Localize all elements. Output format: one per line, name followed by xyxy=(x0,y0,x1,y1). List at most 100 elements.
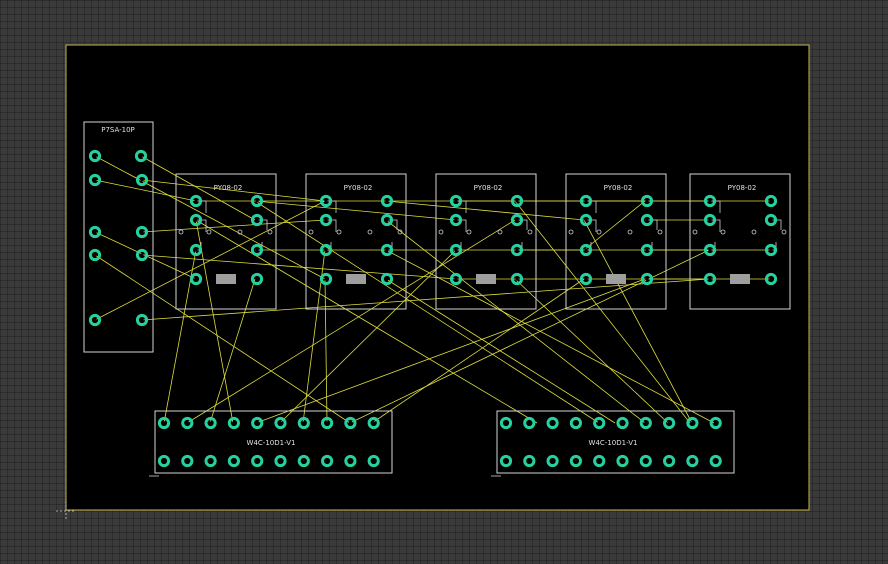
terminal-pad[interactable] xyxy=(181,454,194,468)
header-pad[interactable] xyxy=(88,173,102,187)
relay-pad[interactable] xyxy=(189,243,203,257)
terminal-pad[interactable] xyxy=(251,416,264,430)
terminal-pad[interactable] xyxy=(251,454,264,468)
relay-pad[interactable] xyxy=(250,194,264,208)
header-pad[interactable] xyxy=(135,173,149,187)
terminal-pad[interactable] xyxy=(344,454,357,468)
relay-pad[interactable] xyxy=(640,243,654,257)
relay-pad[interactable] xyxy=(703,194,717,208)
relay-pad[interactable] xyxy=(703,243,717,257)
header-pad[interactable] xyxy=(88,313,102,327)
terminal-pad[interactable] xyxy=(663,454,676,468)
terminal-block-component[interactable]: W4C-10D1-V1 xyxy=(149,410,393,477)
header-pad[interactable] xyxy=(88,149,102,163)
terminal-pad[interactable] xyxy=(593,454,606,468)
relay-pad[interactable] xyxy=(319,213,333,227)
relay-pad[interactable] xyxy=(449,272,463,286)
header-pad[interactable] xyxy=(135,225,149,239)
relay-pad[interactable] xyxy=(250,243,264,257)
terminal-pad[interactable] xyxy=(593,416,606,430)
header-pad[interactable] xyxy=(88,248,102,262)
relay-pad[interactable] xyxy=(380,213,394,227)
terminal-pad[interactable] xyxy=(274,454,287,468)
relay-pad[interactable] xyxy=(510,272,524,286)
terminal-pad[interactable] xyxy=(344,416,357,430)
terminal-pad[interactable] xyxy=(157,416,171,430)
terminal-pad[interactable] xyxy=(227,454,240,468)
relay-pad[interactable] xyxy=(579,272,593,286)
terminal-pad[interactable] xyxy=(546,454,559,468)
relay-pad[interactable] xyxy=(380,272,394,286)
relay-pad[interactable] xyxy=(319,194,333,208)
terminal-pad[interactable] xyxy=(181,416,194,430)
relay-pad[interactable] xyxy=(579,243,593,257)
terminal-block-component[interactable]: W4C-10D1-V1 xyxy=(491,410,735,477)
terminal-pad[interactable] xyxy=(227,416,240,430)
relay-pad[interactable] xyxy=(319,272,333,286)
terminal-pad[interactable] xyxy=(157,454,171,468)
terminal-pad[interactable] xyxy=(639,454,652,468)
relay-pad[interactable] xyxy=(703,272,717,286)
relay-pad[interactable] xyxy=(380,194,394,208)
terminal-pad[interactable] xyxy=(569,454,583,468)
terminal-pad[interactable] xyxy=(274,416,287,430)
relay-pad[interactable] xyxy=(764,272,778,286)
terminal-pad[interactable] xyxy=(499,454,513,468)
relay-pad[interactable] xyxy=(640,194,654,208)
header-pad[interactable] xyxy=(135,248,149,262)
relay-pad[interactable] xyxy=(640,272,654,286)
relay-pad[interactable] xyxy=(250,213,264,227)
terminal-pad[interactable] xyxy=(709,416,722,430)
relay-pad[interactable] xyxy=(319,243,333,257)
header-pad[interactable] xyxy=(134,149,148,163)
relay-component[interactable]: PY08-02 xyxy=(689,173,791,310)
terminal-pad[interactable] xyxy=(297,416,310,430)
relay-pad[interactable] xyxy=(510,243,524,257)
terminal-pad[interactable] xyxy=(663,416,676,430)
relay-component[interactable]: PY08-02 xyxy=(565,173,667,310)
relay-pad[interactable] xyxy=(449,213,463,227)
header-pad[interactable] xyxy=(88,225,102,239)
relay-component[interactable]: PY08-02 xyxy=(435,173,537,310)
relay-pad[interactable] xyxy=(579,213,593,227)
terminal-pad[interactable] xyxy=(569,416,583,430)
relay-pad[interactable] xyxy=(189,194,203,208)
terminal-pad[interactable] xyxy=(523,416,536,430)
terminal-pad[interactable] xyxy=(639,416,652,430)
terminal-pad[interactable] xyxy=(686,416,699,430)
relay-pad[interactable] xyxy=(764,213,778,227)
relay-pad[interactable] xyxy=(250,272,264,286)
terminal-pad[interactable] xyxy=(546,416,559,430)
terminal-pad[interactable] xyxy=(616,454,629,468)
relay-pad[interactable] xyxy=(764,243,778,257)
terminal-pad[interactable] xyxy=(204,454,217,468)
terminal-pad[interactable] xyxy=(686,454,699,468)
terminal-pad[interactable] xyxy=(499,416,513,430)
relay-component[interactable]: PY08-02 xyxy=(305,173,407,310)
relay-pad[interactable] xyxy=(579,194,593,208)
relay-pad[interactable] xyxy=(764,194,778,208)
relay-component[interactable]: PY08-02 xyxy=(175,173,277,310)
relay-pad[interactable] xyxy=(189,272,203,286)
terminal-pad[interactable] xyxy=(204,416,217,430)
terminal-pad[interactable] xyxy=(616,416,629,430)
terminal-pad[interactable] xyxy=(523,454,536,468)
relay-pad[interactable] xyxy=(449,194,463,208)
relay-pad[interactable] xyxy=(510,194,524,208)
terminal-pad[interactable] xyxy=(709,454,722,468)
relay-pad[interactable] xyxy=(449,243,463,257)
terminal-pad[interactable] xyxy=(367,416,380,430)
header-pad[interactable] xyxy=(135,313,149,327)
terminal-pad[interactable] xyxy=(297,454,310,468)
relay-pad[interactable] xyxy=(703,213,717,227)
terminal-pad[interactable] xyxy=(321,454,334,468)
terminal-pad[interactable] xyxy=(321,416,334,430)
relay-pad[interactable] xyxy=(510,213,524,227)
relay-pad[interactable] xyxy=(189,213,203,227)
relay-pad[interactable] xyxy=(380,243,394,257)
terminal-pad[interactable] xyxy=(367,454,380,468)
header-component[interactable]: P7SA-10P xyxy=(83,121,154,353)
relay-pad[interactable] xyxy=(640,213,654,227)
